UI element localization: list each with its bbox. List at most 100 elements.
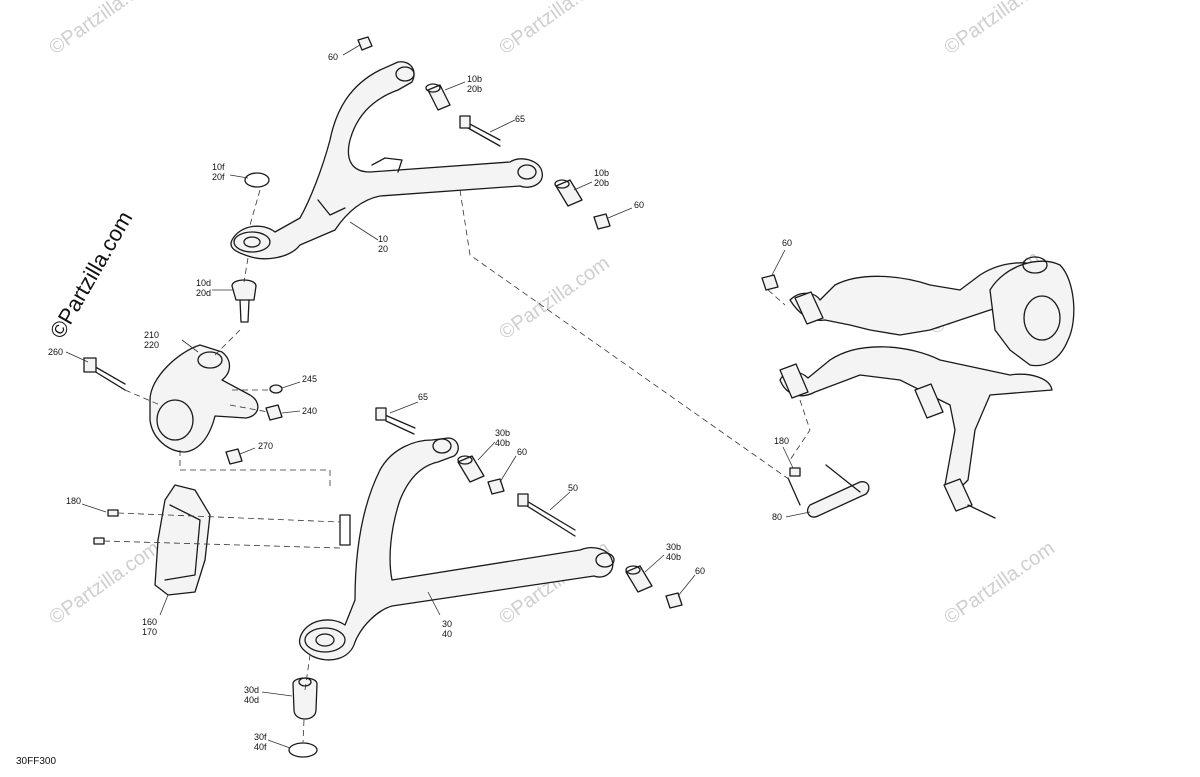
assembled-upper-bushing xyxy=(794,291,824,325)
dash-180a xyxy=(117,512,341,523)
dash-10f xyxy=(249,189,261,226)
callout-220: 220 xyxy=(144,340,159,350)
sway-link-80 xyxy=(806,481,870,518)
callout-labels: 60 10b 20b 65 10f 20f 10b 20b 60 10 20 1… xyxy=(48,52,792,752)
leader-60c xyxy=(499,455,517,483)
ball-joint-30d-icon xyxy=(292,677,318,720)
nut-60b-icon xyxy=(593,213,611,230)
leader-10f xyxy=(229,174,249,179)
assembled-bushing-front xyxy=(779,363,809,399)
leader-50 xyxy=(549,491,571,511)
callout-60-e: 60 xyxy=(782,238,792,248)
leader-180b xyxy=(782,446,794,469)
knuckle-upper-eye xyxy=(197,351,223,369)
nut-60c-icon xyxy=(487,478,505,495)
upper-arm-bracket xyxy=(371,157,403,173)
dash-knuckle xyxy=(214,329,241,356)
callout-170: 170 xyxy=(142,627,157,637)
lower-arm-ball-hole xyxy=(315,633,335,647)
callout-40b-a: 40b xyxy=(495,438,510,448)
upper-a-arm xyxy=(230,61,543,260)
callout-65-b: 65 xyxy=(418,392,428,402)
assembled-tie-end xyxy=(943,478,973,512)
lower-arm-front-eye xyxy=(432,438,452,454)
upper-arm-gusset xyxy=(317,199,346,216)
leader-30d xyxy=(261,691,293,697)
dash-10d xyxy=(243,257,249,283)
ball-joint-30d-stud xyxy=(298,677,312,687)
callout-80: 80 xyxy=(772,512,782,522)
upper-arm-body xyxy=(230,61,543,260)
dash-long-sway xyxy=(459,189,791,481)
lower-arm-body xyxy=(298,437,614,661)
callout-10d: 10d xyxy=(196,278,211,288)
callout-60-a: 60 xyxy=(328,52,338,62)
bolt-65a-shaft xyxy=(465,121,501,147)
callout-10b-b: 10b xyxy=(594,168,609,178)
callout-260: 260 xyxy=(48,347,63,357)
callout-60-b: 60 xyxy=(634,200,644,210)
assembled-tie-bolt xyxy=(967,504,996,519)
lower-arm-hardware xyxy=(288,407,683,758)
callout-180-b: 180 xyxy=(774,436,789,446)
watermark-3: ©Partzilla.com xyxy=(940,0,1058,59)
nut-60d-icon xyxy=(665,592,683,609)
callout-40b-b: 40b xyxy=(666,552,681,562)
leader-160 xyxy=(159,594,169,616)
leader-180a xyxy=(81,503,107,513)
lower-arm-ball-eye xyxy=(304,627,346,653)
dash-30f xyxy=(302,719,305,743)
callout-40d: 40d xyxy=(244,695,259,705)
callout-10b-a: 10b xyxy=(467,74,482,84)
guard-plate xyxy=(93,484,211,596)
circlip-30f-icon xyxy=(288,742,318,758)
leader-60b xyxy=(607,207,633,219)
nut-60a-icon xyxy=(357,36,373,51)
knuckle-body xyxy=(149,344,259,453)
bushing-10b-a-icon xyxy=(427,84,451,111)
upper-arm-ball-eye xyxy=(233,231,271,253)
dash-260 xyxy=(124,389,161,406)
callout-210: 210 xyxy=(144,330,159,340)
bolt-65a-head-icon xyxy=(459,115,471,129)
callout-160: 160 xyxy=(142,617,157,627)
guard-plate-body xyxy=(154,484,211,596)
watermark-1: ©Partzilla.com xyxy=(45,0,163,59)
leader-60e xyxy=(771,249,786,276)
callout-60-c: 60 xyxy=(517,447,527,457)
dash-30d xyxy=(304,654,311,691)
watermark-6: ©Partzilla.com xyxy=(45,537,163,629)
upper-arm-ball-hole xyxy=(243,236,261,248)
bushing-10b-b-end xyxy=(554,179,570,189)
bushing-30b-a-end xyxy=(457,455,473,465)
leader-240 xyxy=(281,410,301,414)
callout-20b-a: 20b xyxy=(467,84,482,94)
assembled-bushing-rear xyxy=(914,383,944,419)
leader-lines xyxy=(65,44,811,749)
assembled-upper-arm xyxy=(789,262,1051,336)
leader-30f xyxy=(267,739,291,749)
leader-30 xyxy=(427,591,441,616)
bolt-260-head-icon xyxy=(83,357,97,373)
bushing-10b-a-end xyxy=(425,83,441,93)
callout-30d: 30d xyxy=(244,685,259,695)
leader-210 xyxy=(181,339,199,353)
assembly-lines xyxy=(103,189,811,743)
callout-20d: 20d xyxy=(196,288,211,298)
watermark-2: ©Partzilla.com xyxy=(495,0,613,59)
bushing-30b-b-end xyxy=(625,565,641,575)
leader-245 xyxy=(281,381,301,389)
washer-245-icon xyxy=(269,384,283,394)
callout-30b-a: 30b xyxy=(495,428,510,438)
leader-30b-b xyxy=(644,554,665,573)
nut-270-icon xyxy=(225,448,243,465)
callout-20f: 20f xyxy=(212,172,225,182)
dash-60e xyxy=(767,289,786,306)
callout-10f: 10f xyxy=(212,162,225,172)
leader-30b-a xyxy=(477,441,496,461)
knuckle-hub-bore xyxy=(156,399,194,441)
bolt-50-shaft xyxy=(524,499,576,537)
bolt-260-shaft xyxy=(91,364,126,391)
leader-10 xyxy=(349,221,379,241)
